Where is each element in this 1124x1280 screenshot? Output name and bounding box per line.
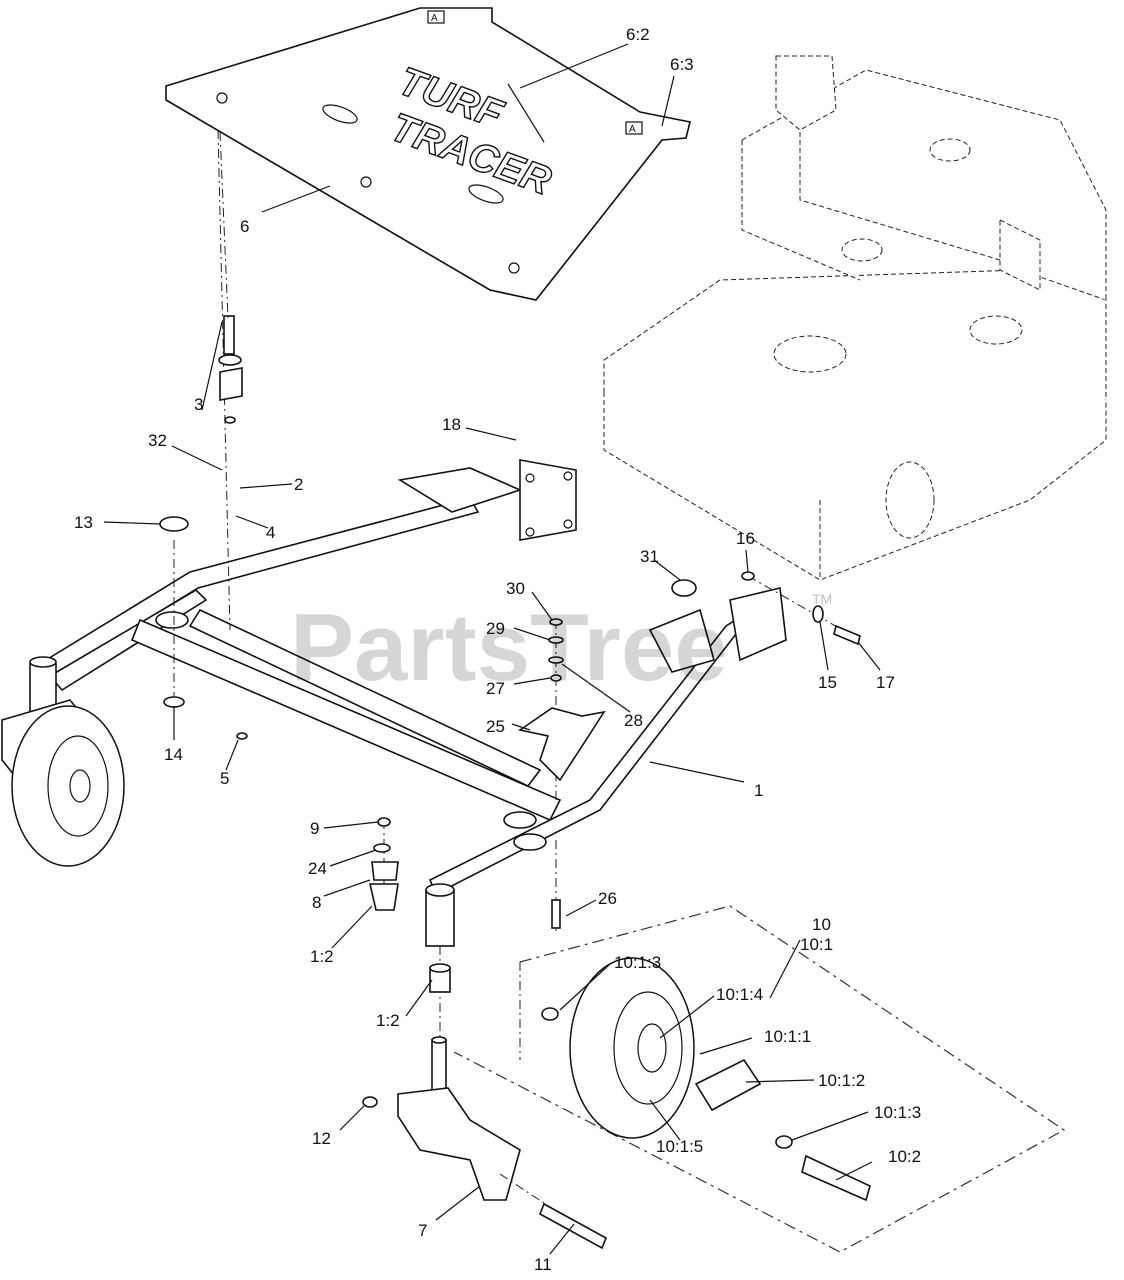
- callout-17: 17: [876, 673, 895, 692]
- wheel-part-10: [541, 957, 871, 1202]
- callout-10: 10: [812, 915, 831, 934]
- callout-25: 25: [486, 717, 505, 736]
- callout-26: 26: [598, 889, 617, 908]
- plate-slot: [322, 104, 358, 124]
- callout-5: 5: [220, 769, 229, 788]
- svg-text:TM: TM: [812, 591, 832, 607]
- front-frame-part-1: [44, 459, 787, 896]
- callout-30: 30: [506, 579, 525, 598]
- callout-28: 28: [624, 711, 643, 730]
- plate-slot: [468, 184, 504, 204]
- callout-18: 18: [442, 415, 461, 434]
- callout-8: 8: [312, 893, 321, 912]
- callout-labels: 6:2 6:3 6 3 32 2 4 13 18 16 31 30 29 27 …: [74, 25, 921, 1274]
- callout-1: 1: [754, 781, 763, 800]
- callout-12: 12: [312, 1129, 331, 1148]
- callout-31: 31: [640, 547, 659, 566]
- mower-chassis-ghost: [603, 55, 1107, 581]
- callout-10-1-2: 10:1:2: [818, 1071, 865, 1090]
- callout-24: 24: [308, 859, 327, 878]
- callout-32: 32: [148, 431, 167, 450]
- callout-10-2: 10:2: [888, 1147, 921, 1166]
- callout-10-1-3-upper: 10:1:3: [614, 953, 661, 972]
- callout-10-1: 10:1: [800, 935, 833, 954]
- bolt-part-11: [499, 1173, 608, 1250]
- svg-text:PartsTree: PartsTree: [290, 594, 728, 701]
- callout-16: 16: [736, 529, 755, 548]
- callout-3: 3: [194, 395, 203, 414]
- callout-2: 2: [294, 475, 303, 494]
- callout-1-2-upper: 1:2: [310, 947, 334, 966]
- callout-10-1-1: 10:1:1: [764, 1027, 811, 1046]
- plate-assembly-line: [219, 131, 229, 319]
- callout-4: 4: [266, 523, 275, 542]
- wheel-assembly-frame: [453, 905, 1066, 1253]
- caster-fork-part-7: [362, 1036, 521, 1201]
- callout-9: 9: [310, 819, 319, 838]
- plate-mark: A: [431, 13, 438, 24]
- callout-13: 13: [74, 513, 93, 532]
- caster-hardware-stack: [159, 129, 248, 740]
- callout-6-2: 6:2: [626, 25, 650, 44]
- callout-11: 11: [534, 1255, 552, 1274]
- callout-6: 6: [240, 217, 249, 236]
- callout-10-1-5: 10:1:5: [656, 1137, 703, 1156]
- callout-10-1-4: 10:1:4: [716, 985, 763, 1004]
- bolt-part-26: [551, 840, 561, 934]
- callout-29: 29: [486, 619, 505, 638]
- right-pivot-hardware: [741, 571, 861, 646]
- watermark: PartsTree TM: [290, 591, 832, 701]
- callout-27: 27: [486, 679, 505, 698]
- callout-7: 7: [418, 1221, 427, 1240]
- leader-lines: [103, 43, 881, 1255]
- callout-1-2-lower: 1:2: [376, 1011, 400, 1030]
- callout-10-1-3-lower: 10:1:3: [874, 1103, 921, 1122]
- spindle-hardware-stack: [368, 817, 455, 1040]
- callout-15: 15: [818, 673, 837, 692]
- left-caster-wheel: [1, 656, 125, 867]
- callout-14: 14: [164, 745, 183, 764]
- footplate-part-6: TURF TRACER A A: [165, 7, 691, 301]
- plate-mark: A: [629, 124, 636, 135]
- callout-6-3: 6:3: [670, 55, 694, 74]
